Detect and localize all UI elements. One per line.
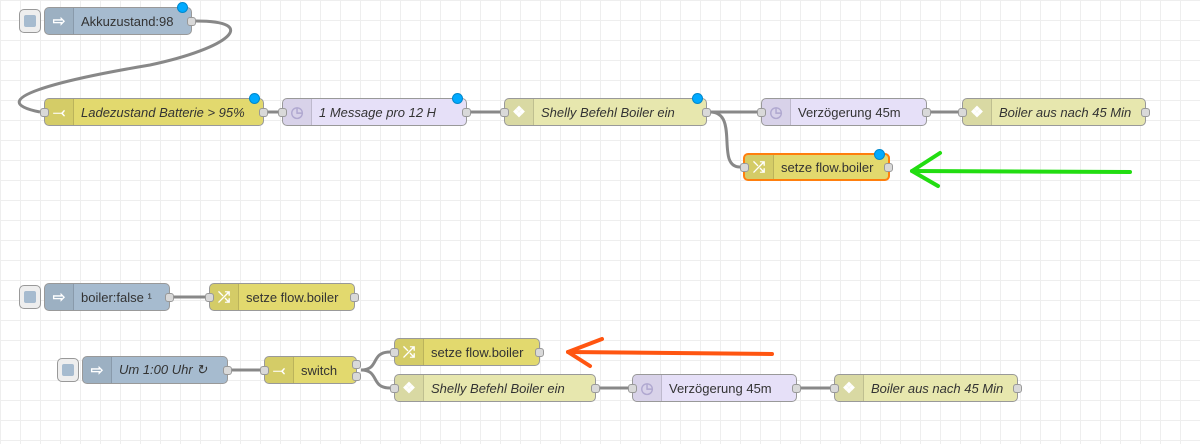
inject-trigger-button[interactable] — [19, 285, 41, 309]
node-label: setze flow.boiler — [246, 289, 339, 305]
arrow-right-icon: ⇨ — [45, 284, 74, 310]
output-port[interactable] — [462, 108, 471, 117]
input-port[interactable] — [500, 108, 509, 117]
inject-node-boiler-false[interactable]: ⇨ boiler:false ¹ — [19, 283, 174, 311]
change-node-flow-boiler-selected[interactable]: ⤮ setze flow.boiler — [740, 149, 893, 181]
input-port[interactable] — [40, 108, 49, 117]
green-arrow — [910, 151, 1132, 188]
node-label: Ladezustand Batterie > 95% — [81, 104, 245, 120]
shuffle-icon: ⤮ — [210, 284, 239, 310]
input-port[interactable] — [958, 108, 967, 117]
input-port[interactable] — [278, 108, 287, 117]
output-port[interactable] — [792, 384, 801, 393]
delay-node-45m-2[interactable]: ◷ Verzögerung 45m — [628, 374, 801, 402]
node-label: boiler:false ¹ — [81, 289, 152, 305]
shelly-node-boiler-aus[interactable]: ❖ Boiler aus nach 45 Min — [958, 98, 1150, 126]
output-port[interactable] — [259, 108, 268, 117]
input-port[interactable] — [260, 366, 269, 375]
shelly-icon: ❖ — [963, 99, 992, 125]
output-port[interactable] — [165, 293, 174, 302]
node-label: Shelly Befehl Boiler ein — [541, 104, 675, 120]
changed-indicator — [874, 149, 885, 160]
changed-indicator — [692, 93, 703, 104]
arrow-right-icon: ⇨ — [45, 8, 74, 34]
node-label: switch — [301, 362, 338, 378]
inject-node-akkuzustand[interactable]: ⇨ Akkuzustand:98 — [19, 2, 196, 35]
output-port[interactable] — [350, 293, 359, 302]
input-port[interactable] — [390, 384, 399, 393]
shelly-node-boiler-ein[interactable]: ❖ Shelly Befehl Boiler ein — [500, 93, 711, 126]
output-port[interactable] — [1013, 384, 1022, 393]
changed-indicator — [177, 2, 188, 13]
output-port[interactable] — [922, 108, 931, 117]
clock-icon: ◷ — [633, 375, 662, 401]
shuffle-icon: ⤮ — [745, 155, 774, 179]
input-port[interactable] — [205, 293, 214, 302]
output-port[interactable] — [702, 108, 711, 117]
node-label: Um 1:00 Uhr ↻ — [119, 362, 208, 377]
wire — [17, 19, 233, 114]
switch-fork-icon: ⤙ — [265, 357, 294, 383]
shelly-icon: ❖ — [835, 375, 864, 401]
wire — [360, 368, 391, 390]
node-label: setze flow.boiler — [781, 159, 874, 175]
node-label: 1 Message pro 12 H — [319, 104, 437, 120]
shuffle-icon: ⤮ — [395, 339, 424, 365]
input-port[interactable] — [628, 384, 637, 393]
shelly-node-boiler-aus-2[interactable]: ❖ Boiler aus nach 45 Min — [830, 374, 1022, 402]
change-node-flow-boiler-2[interactable]: ⤮ setze flow.boiler — [390, 338, 544, 366]
switch-node-ladezustand[interactable]: ⤙ Ladezustand Batterie > 95% — [40, 93, 268, 126]
output-port[interactable] — [591, 384, 600, 393]
inject-node-um-1-uhr[interactable]: ⇨ Um 1:00 Uhr ↻ — [57, 356, 232, 384]
input-port[interactable] — [740, 163, 749, 172]
output-port-1[interactable] — [352, 360, 361, 369]
switch-fork-icon: ⤙ — [45, 99, 74, 125]
shelly-icon: ❖ — [505, 99, 534, 125]
node-label: Boiler aus nach 45 Min — [999, 104, 1132, 120]
node-label: Shelly Befehl Boiler ein — [431, 380, 565, 396]
clock-icon: ◷ — [283, 99, 312, 125]
wire — [360, 350, 391, 372]
input-port[interactable] — [757, 108, 766, 117]
changed-indicator — [249, 93, 260, 104]
arrow-right-icon: ⇨ — [83, 357, 112, 383]
node-label: Boiler aus nach 45 Min — [871, 380, 1004, 396]
output-port-2[interactable] — [352, 372, 361, 381]
output-port[interactable] — [884, 163, 893, 172]
rbe-node-message[interactable]: ◷ 1 Message pro 12 H — [278, 93, 471, 126]
inject-trigger-button[interactable] — [19, 9, 41, 33]
output-port[interactable] — [187, 17, 196, 26]
changed-indicator — [452, 93, 463, 104]
input-port[interactable] — [390, 348, 399, 357]
node-label: Verzögerung 45m — [669, 380, 772, 396]
output-port[interactable] — [1141, 108, 1150, 117]
shelly-icon: ❖ — [395, 375, 424, 401]
inject-trigger-button[interactable] — [57, 358, 79, 382]
orange-arrow — [566, 337, 774, 368]
output-port[interactable] — [223, 366, 232, 375]
change-node-flow-boiler[interactable]: ⤮ setze flow.boiler — [205, 283, 359, 311]
node-label: Akkuzustand:98 — [81, 13, 174, 29]
node-label: setze flow.boiler — [431, 344, 524, 360]
clock-icon: ◷ — [762, 99, 791, 125]
switch-node[interactable]: ⤙ switch — [260, 356, 361, 384]
shelly-node-boiler-ein-2[interactable]: ❖ Shelly Befehl Boiler ein — [390, 374, 600, 402]
delay-node-45m[interactable]: ◷ Verzögerung 45m — [757, 98, 931, 126]
node-label: Verzögerung 45m — [798, 104, 901, 120]
wire — [709, 110, 741, 169]
output-port[interactable] — [535, 348, 544, 357]
input-port[interactable] — [830, 384, 839, 393]
